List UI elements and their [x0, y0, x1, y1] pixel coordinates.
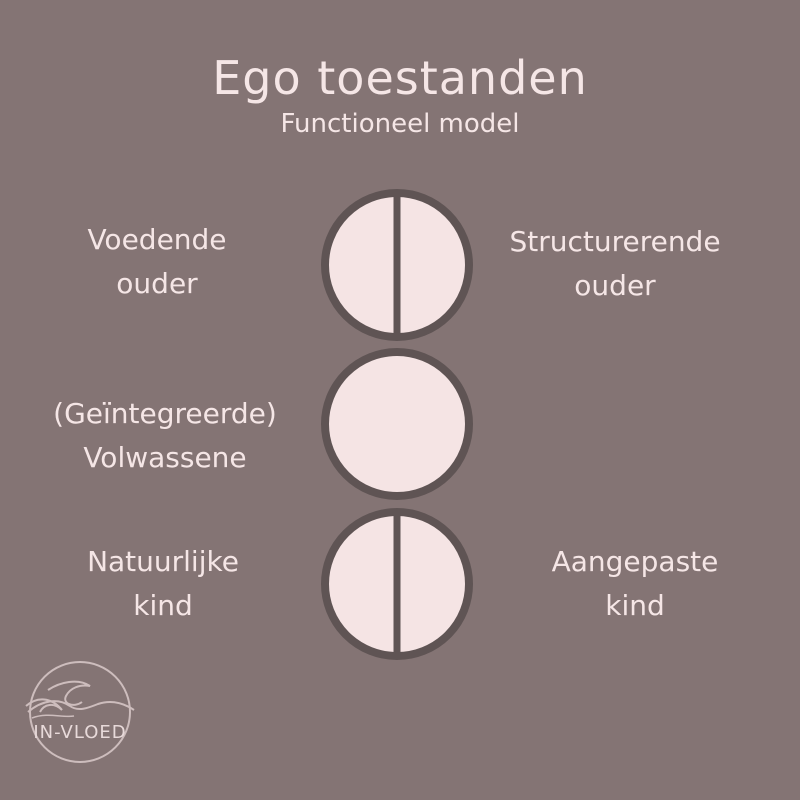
wave-icon: [25, 661, 135, 763]
logo-text: IN-VLOED: [33, 722, 127, 743]
child-circle: [321, 508, 473, 660]
adult-circle: [321, 348, 473, 500]
brand-logo: IN-VLOED: [18, 660, 142, 770]
label-line: ouder: [574, 269, 656, 302]
page-title: Ego toestanden: [212, 51, 588, 105]
label-line: kind: [133, 589, 193, 622]
label-line: Voedende: [87, 223, 227, 256]
label-line: Aangepaste: [551, 545, 719, 578]
label-line: Natuurlijke: [87, 545, 239, 578]
parent-circle: [321, 189, 473, 341]
label-line: Volwassene: [83, 441, 247, 474]
label-line: (Geïntegreerde): [53, 397, 277, 430]
label-aangepaste-kind: Aangepaste kind: [510, 540, 760, 628]
page-subtitle: Functioneel model: [280, 109, 520, 139]
label-volwassene: (Geïntegreerde) Volwassene: [30, 392, 300, 480]
adult-circle-shape: [321, 348, 473, 500]
label-line: Structurerende: [509, 225, 721, 258]
label-line: ouder: [116, 267, 198, 300]
label-structurerende-ouder: Structurerende ouder: [472, 220, 758, 308]
label-line: kind: [605, 589, 665, 622]
label-natuurlijke-kind: Natuurlijke kind: [48, 540, 278, 628]
label-voedende-ouder: Voedende ouder: [52, 218, 262, 306]
